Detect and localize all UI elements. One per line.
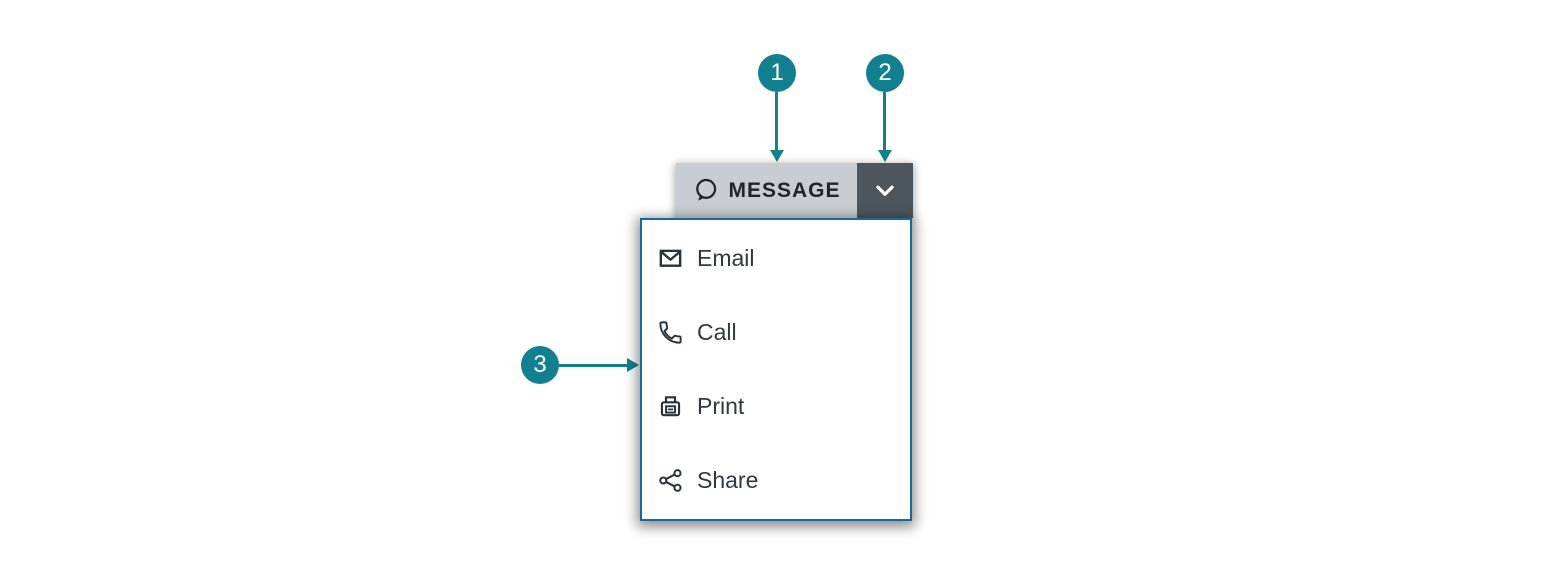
menu-item-label: Email (697, 244, 755, 271)
menu-item-label: Print (697, 392, 745, 419)
callout-2-arrow-line (883, 92, 886, 152)
callout-badge-1: 1 (758, 54, 796, 92)
chevron-down-icon (872, 178, 898, 204)
menu-item-label: Share (697, 466, 759, 493)
message-button-label: MESSAGE (728, 178, 841, 202)
message-button[interactable]: MESSAGE (676, 163, 857, 218)
dropdown-toggle-button[interactable] (857, 163, 913, 218)
menu-item-email[interactable]: Email (642, 221, 910, 295)
call-icon (657, 319, 684, 346)
menu-item-label: Call (697, 318, 737, 345)
callout-badge-2: 2 (866, 54, 904, 92)
callout-1-arrow-line (775, 92, 778, 152)
callout-badge-3: 3 (521, 346, 559, 384)
callout-2-arrowhead-icon (878, 150, 892, 162)
menu-item-share[interactable]: Share (642, 443, 910, 517)
callout-number: 3 (533, 351, 547, 378)
callout-number: 1 (770, 59, 784, 86)
callout-3-arrow-line (559, 364, 627, 367)
menu-item-call[interactable]: Call (642, 295, 910, 369)
print-icon (657, 393, 684, 420)
speech-bubble-icon (692, 177, 719, 204)
callout-1-arrowhead-icon (770, 150, 784, 162)
share-icon (657, 467, 684, 494)
callout-number: 2 (878, 59, 892, 86)
message-split-button: MESSAGE (676, 163, 913, 218)
dropdown-menu: Email Call Print (640, 218, 912, 521)
callout-3-arrowhead-icon (627, 358, 639, 372)
email-icon (657, 245, 684, 272)
menu-item-print[interactable]: Print (642, 369, 910, 443)
